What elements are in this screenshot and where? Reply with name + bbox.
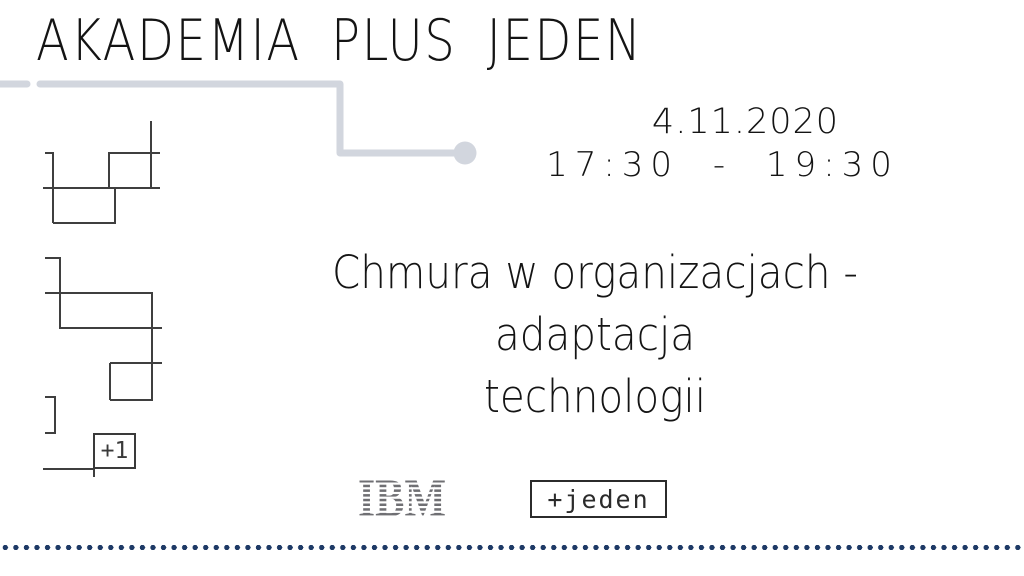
plus-jeden-logo-text: +jeden <box>547 484 650 514</box>
connector-end-dot <box>453 141 477 165</box>
ibm-logo: IBM <box>358 476 446 518</box>
ibm-logo-text: IBM <box>358 476 446 518</box>
schedule-block: 4.11.2020 17:30 - 19:30 <box>530 102 915 185</box>
page-title: AKADEMIA PLUS JEDEN <box>36 8 643 74</box>
connector-line-decoration <box>0 80 477 165</box>
geometric-line-decoration <box>43 121 162 477</box>
plus-jeden-logo: +jeden <box>530 480 667 518</box>
event-time: 17:30 - 19:30 <box>546 145 899 185</box>
plus-one-badge: +1 <box>93 433 136 469</box>
dotted-divider <box>0 543 1024 552</box>
topic-line-2: technologii <box>483 370 707 423</box>
event-date: 4.11.2020 <box>651 102 840 142</box>
topic-title: Chmura w organizacjach - adaptacja techn… <box>276 242 915 428</box>
topic-line-1: Chmura w organizacjach - adaptacja <box>331 246 858 361</box>
